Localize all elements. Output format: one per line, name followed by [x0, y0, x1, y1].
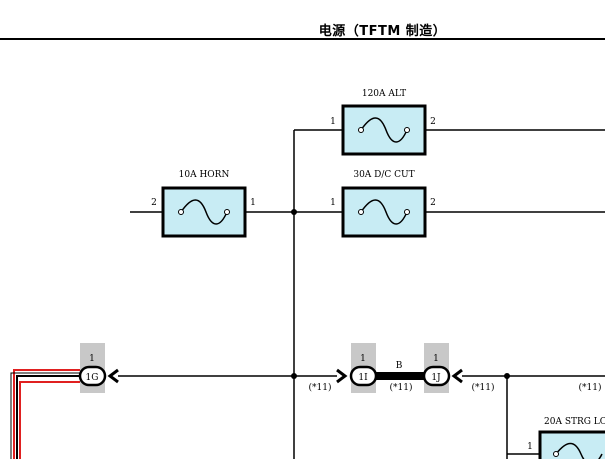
- connector-1i: [336, 343, 378, 393]
- fuse-120a-alt-pin-in: 1: [330, 117, 336, 127]
- fuse-10a-horn: [161, 186, 247, 238]
- connector-1j-pin: 1: [433, 354, 439, 364]
- note-3: (*11): [472, 382, 495, 393]
- fuse-30a-dc-cut-pin-out: 2: [430, 198, 436, 208]
- note-2: (*11): [390, 382, 413, 393]
- fuse-20a-strg-lo-pin-in: 1: [527, 442, 533, 452]
- fuse-30a-dc-cut: [341, 186, 427, 238]
- junction-bottom: [291, 373, 297, 379]
- connector-1g-pin: 1: [89, 354, 95, 364]
- fuse-120a-alt-label: 120A ALT: [362, 89, 406, 99]
- connector-1i-pin: 1: [360, 354, 366, 364]
- fuse-10a-horn-label: 10A HORN: [179, 170, 230, 180]
- cable-left: [10, 369, 82, 459]
- fuse-120a-alt: [341, 104, 427, 156]
- fuse-20a-strg-lo-label: 20A STRG LO: [544, 417, 605, 427]
- connector-1g: [78, 343, 119, 393]
- note-1: (*11): [309, 382, 332, 393]
- fuse-30a-dc-cut-label: 30A D/C CUT: [353, 170, 414, 180]
- junction-horn: [291, 209, 297, 215]
- fuse-20a-strg-lo: [538, 430, 605, 459]
- fuse-30a-dc-cut-pin-in: 1: [330, 198, 336, 208]
- connector-1g-id: 1G: [86, 373, 99, 383]
- fuse-120a-alt-pin-out: 2: [430, 117, 436, 127]
- page-title: 电源（TFTM 制造）: [318, 24, 447, 39]
- note-4: (*11): [579, 382, 602, 393]
- wire-b-thick: [374, 372, 426, 380]
- wire-b-label: B: [396, 361, 403, 371]
- connector-1j-id: 1J: [431, 373, 441, 383]
- connector-1i-id: 1I: [358, 373, 368, 383]
- fuse-10a-horn-pin-in: 2: [151, 198, 157, 208]
- connector-1j: [422, 343, 463, 393]
- fuse-10a-horn-pin-out: 1: [250, 198, 256, 208]
